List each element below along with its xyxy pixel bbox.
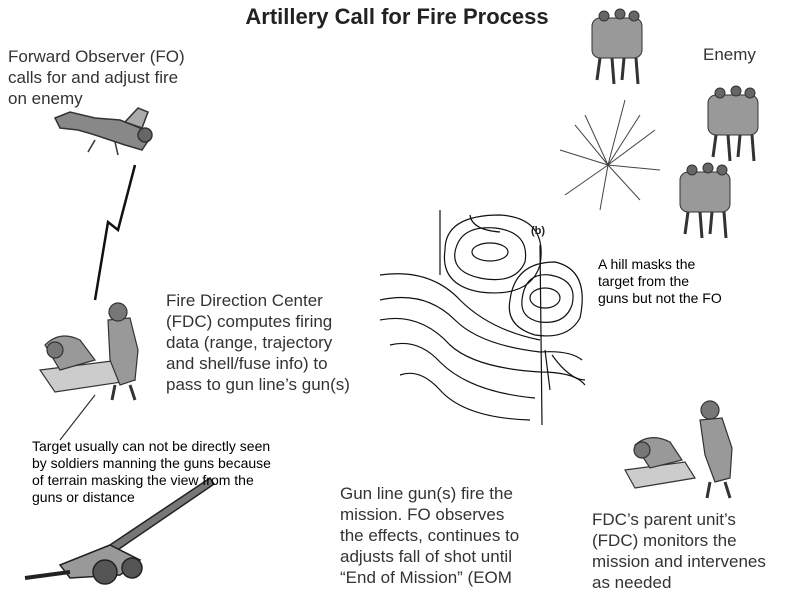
parent-unit-label: FDC’s parent unit’s (FDC) monitors the m…	[592, 510, 766, 592]
map-marker-letter: b	[534, 225, 542, 237]
target-not-seen-label: Target usually can not be directly seen …	[32, 438, 271, 505]
howitzer-gun-icon	[24, 476, 216, 585]
fdc-soldiers-with-map-icon	[38, 302, 139, 441]
page-title: Artillery Call for Fire Process	[245, 4, 549, 29]
explosion-burst-icon	[559, 99, 661, 211]
parent-fdc-soldiers-icon	[624, 400, 733, 499]
hill-masks-label: A hill masks the target from the guns bu…	[598, 256, 722, 306]
enemy-label: Enemy	[703, 45, 756, 64]
forward-observer-label: Forward Observer (FO) calls for and adju…	[8, 47, 185, 108]
gun-line-label: Gun line gun(s) fire the mission. FO obs…	[340, 484, 520, 587]
map-marker-label: (b)	[531, 225, 546, 237]
enemy-soldier-group-icon	[591, 8, 759, 239]
prone-soldier-with-radio-icon	[53, 107, 153, 156]
lightning-signal-icon	[93, 164, 137, 301]
fdc-label: Fire Direction Center (FDC) computes fir…	[166, 291, 350, 394]
topographic-contour-map-icon	[379, 210, 586, 426]
